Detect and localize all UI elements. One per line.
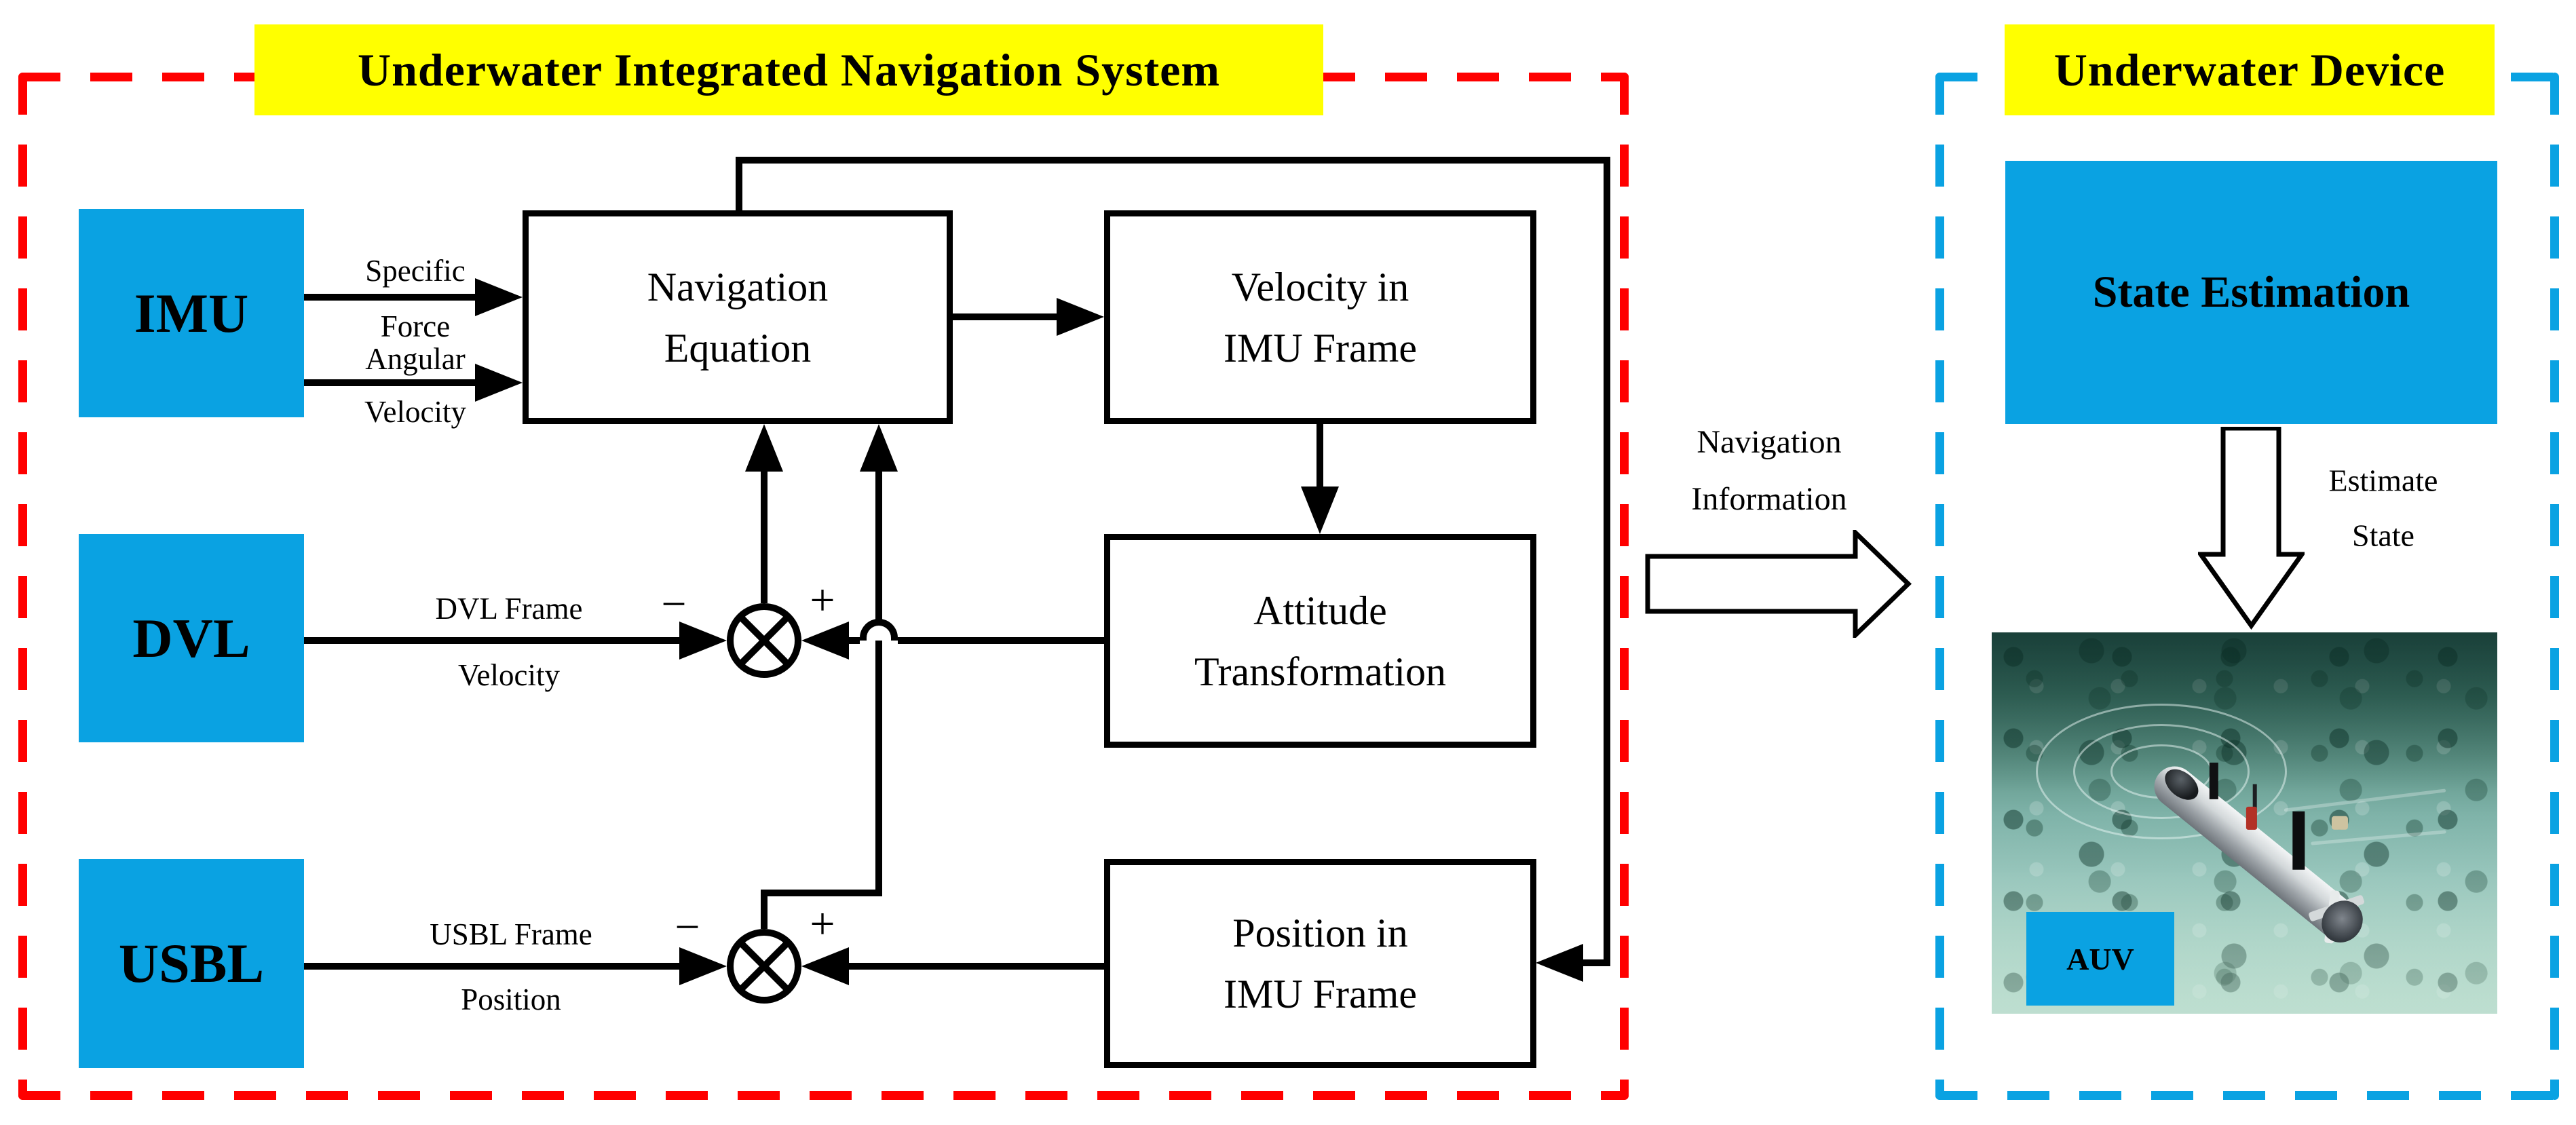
- device-border-right: [2550, 73, 2559, 1100]
- label-force: Force: [380, 309, 451, 343]
- state-estimation-box: State Estimation: [2005, 161, 2497, 424]
- attitude-junction1-connector-left: [849, 637, 860, 644]
- ripple-ring-3: [2036, 704, 2287, 839]
- auv-rear-mast: [2292, 811, 2305, 870]
- label-usbl-position: Position: [461, 983, 561, 1016]
- usbl-junction2-connector: [304, 963, 679, 970]
- attitude-transformation-line2: Transformation: [1194, 649, 1447, 694]
- junction2-plus-sign: +: [810, 899, 835, 949]
- imu-angular-velocity-arrowhead-icon: [475, 364, 523, 402]
- velocity-attitude-arrowhead-icon: [1301, 487, 1339, 534]
- label-specific: Specific: [365, 254, 466, 288]
- junction2-naveq-arrowhead-icon: [860, 424, 898, 472]
- navigation-equation-line2: Equation: [664, 325, 812, 370]
- position-imu-frame-line1: Position in: [1232, 911, 1408, 955]
- navigation-equation-block: Navigation Equation: [523, 210, 953, 424]
- junction1-naveq-arrowhead-icon: [745, 424, 783, 472]
- position-imu-frame-block: Position in IMU Frame: [1104, 859, 1536, 1068]
- estimate-state-line2: State: [2352, 518, 2414, 552]
- device-border-bottom: [1935, 1091, 2559, 1100]
- junction2-stub-connector: [761, 893, 768, 929]
- navigation-information-line2: Information: [1691, 481, 1847, 517]
- device-border-left: [1935, 73, 1944, 1100]
- imu-specific-force-arrowhead-icon: [475, 278, 523, 316]
- naveq-velocity-connector: [953, 313, 1057, 320]
- usbl-box: USBL: [79, 859, 304, 1068]
- auv-forward-mast: [2209, 762, 2218, 799]
- junction2-riser-upper-connector: [875, 472, 882, 620]
- line-jump-arc-icon: [860, 619, 898, 641]
- label-usbl-frame: USBL Frame: [430, 917, 592, 951]
- junction1-minus-sign: −: [661, 579, 687, 629]
- device-panel-title-text: Underwater Device: [2053, 43, 2446, 96]
- naveq-velocity-arrowhead-icon: [1057, 298, 1104, 336]
- feedback-tap-connector: [736, 160, 742, 210]
- uins-border-right: [1620, 73, 1629, 1100]
- attitude-junction1-arrowhead-icon: [801, 622, 849, 660]
- attitude-transformation-block: Attitude Transformation: [1104, 534, 1536, 748]
- estimate-state-hollow-arrow-icon: [2198, 427, 2305, 630]
- navigation-equation-line1: Navigation: [647, 264, 829, 309]
- navigation-information-hollow-arrow-icon: [1645, 530, 1912, 638]
- label-dvl-velocity: Velocity: [458, 658, 560, 692]
- attitude-junction1-connector-right: [898, 637, 1104, 644]
- feedback-bottom-connector: [1583, 959, 1604, 966]
- estimate-state-label: Estimate State: [2329, 454, 2438, 563]
- usbl-box-label: USBL: [118, 932, 265, 994]
- navigation-information-label: Navigation Information: [1691, 414, 1846, 528]
- uins-border-bottom: [18, 1091, 1629, 1100]
- junction2-jog-connector: [761, 890, 882, 896]
- junction1-naveq-connector: [761, 472, 768, 603]
- dvl-box-label: DVL: [132, 607, 250, 669]
- label-dvl-frame: DVL Frame: [435, 592, 583, 626]
- junction1-plus-sign: +: [810, 575, 835, 625]
- velocity-summing-junction-icon: [727, 603, 801, 678]
- uins-border-left: [18, 73, 27, 1100]
- device-panel-title: Underwater Device: [2005, 24, 2495, 115]
- auv-rear-mast-cap: [2331, 816, 2348, 830]
- dvl-box: DVL: [79, 534, 304, 742]
- auv-caption-text: AUV: [2066, 941, 2134, 976]
- uins-panel-title-text: Underwater Integrated Navigation System: [357, 43, 1221, 96]
- junction2-minus-sign: −: [675, 902, 700, 952]
- position-imu-frame-line2: IMU Frame: [1224, 972, 1417, 1016]
- velocity-imu-frame-line1: Velocity in: [1231, 264, 1409, 309]
- position-junction2-connector: [849, 963, 1104, 970]
- imu-specific-force-connector: [304, 294, 475, 301]
- label-angular: Angular: [365, 342, 466, 376]
- navigation-information-line1: Navigation: [1697, 424, 1842, 460]
- feedback-right-connector: [1604, 157, 1610, 966]
- dvl-junction1-connector: [304, 637, 679, 644]
- position-junction2-arrowhead-icon: [801, 947, 849, 985]
- state-estimation-label: State Estimation: [2092, 267, 2410, 317]
- imu-box-label: IMU: [134, 282, 249, 344]
- uins-panel-title: Underwater Integrated Navigation System: [254, 24, 1323, 115]
- dvl-junction1-arrowhead-icon: [679, 622, 727, 660]
- feedback-top-connector: [736, 157, 1610, 164]
- auv-red-flag: [2246, 806, 2257, 830]
- attitude-transformation-line1: Attitude: [1253, 588, 1387, 633]
- feedback-position-arrowhead-icon: [1536, 944, 1583, 982]
- auv-caption-box: AUV: [2026, 912, 2174, 1006]
- velocity-attitude-connector: [1317, 424, 1323, 487]
- velocity-imu-frame-block: Velocity in IMU Frame: [1104, 210, 1536, 424]
- velocity-imu-frame-line2: IMU Frame: [1224, 325, 1417, 370]
- position-summing-junction-icon: [727, 929, 801, 1004]
- estimate-state-line1: Estimate: [2328, 463, 2438, 498]
- label-angular-velocity: Velocity: [364, 395, 466, 429]
- usbl-junction2-arrowhead-icon: [679, 947, 727, 985]
- imu-box: IMU: [79, 209, 304, 417]
- imu-angular-velocity-connector: [304, 379, 475, 386]
- junction2-riser-lower-connector: [875, 641, 882, 893]
- auv-photo: AUV: [1992, 632, 2497, 1014]
